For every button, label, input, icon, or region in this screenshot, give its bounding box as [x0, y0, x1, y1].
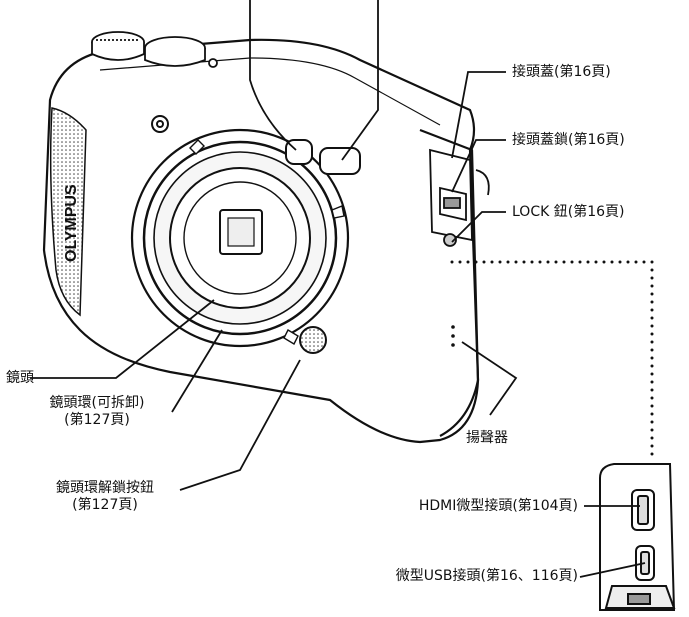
- connector-inset: [599, 463, 676, 611]
- speaker-holes: [451, 325, 455, 347]
- label-connector-cover: 接頭蓋(第16頁): [512, 64, 611, 80]
- label-speaker: 揚聲器: [466, 430, 508, 446]
- label-lens-ring-line2: (第127頁): [64, 412, 130, 428]
- label-lens: 鏡頭: [6, 370, 34, 386]
- inset-dotted-callout: [450, 260, 654, 462]
- label-lens-ring-release-line2: (第127頁): [72, 497, 138, 513]
- label-usb-connector: 微型USB接頭(第16、116頁): [395, 568, 578, 584]
- lens-ring-release-button: [299, 326, 327, 354]
- label-lens-ring-line1: 鏡頭環(可拆卸): [49, 395, 145, 411]
- leader-lines: [30, 0, 646, 578]
- label-hdmi-connector: HDMI微型接頭(第104頁): [418, 498, 578, 514]
- brand-logo: OLYMPUS: [63, 184, 80, 262]
- mode-dial: [91, 31, 218, 68]
- label-lens-ring: 鏡頭環(可拆卸) (第127頁): [22, 395, 172, 429]
- label-lens-ring-release: 鏡頭環解鎖按鈕 (第127頁): [30, 480, 180, 514]
- hand-grip: [49, 107, 87, 317]
- lens-assembly: [130, 128, 350, 348]
- label-lock-button: LOCK 鈕(第16頁): [512, 204, 625, 220]
- label-lens-ring-release-line1: 鏡頭環解鎖按鈕: [56, 480, 154, 496]
- connector-cover-graphic: [429, 148, 490, 247]
- label-connector-cover-lock: 接頭蓋鎖(第16頁): [512, 132, 625, 148]
